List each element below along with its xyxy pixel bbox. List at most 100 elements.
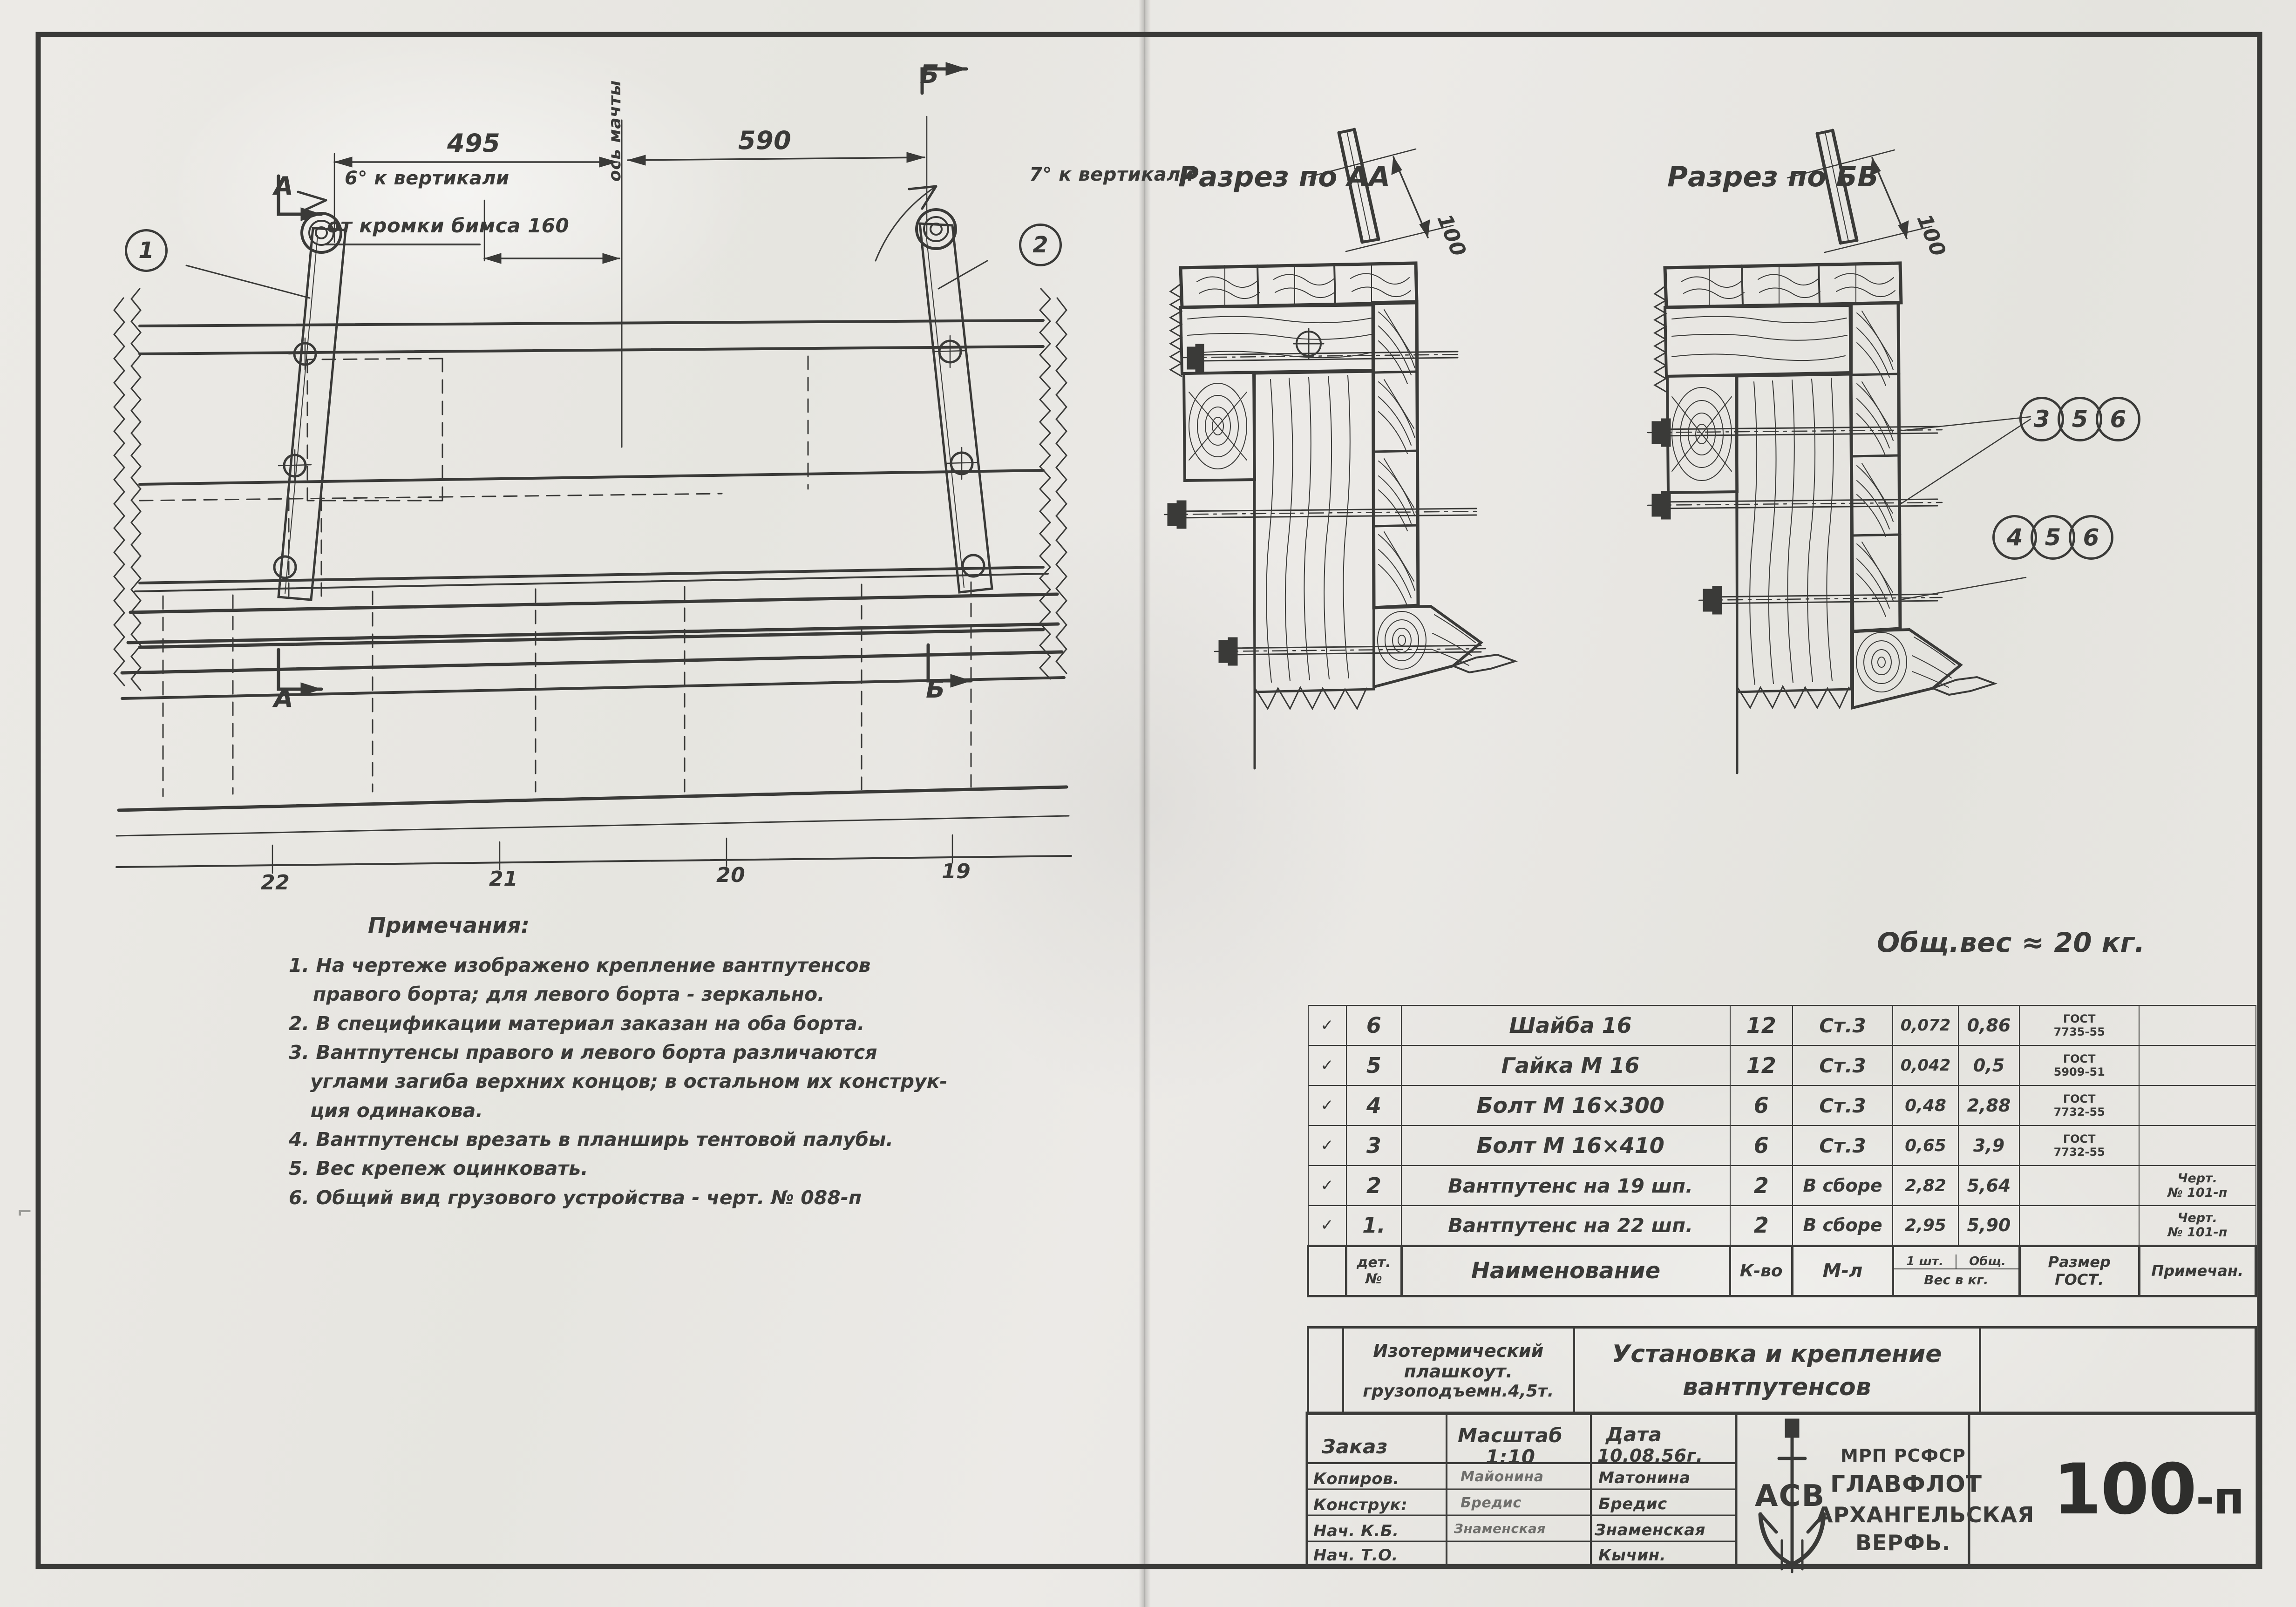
- gost-line-1: ГОСТ: [2063, 1092, 2096, 1105]
- sheet-number-suffix: -п: [2196, 1472, 2244, 1524]
- role-label-kopirov: Копиров.: [1313, 1470, 1399, 1488]
- note-line: ция одинакова.: [310, 1099, 483, 1122]
- row-weight-total: 5,90: [1957, 1205, 2020, 1246]
- check-mark: ✓: [1307, 1125, 1347, 1166]
- section-aa-geometry: [1163, 128, 1518, 770]
- title-spacer: [1307, 1326, 1344, 1415]
- header-position: дет. №: [1345, 1244, 1403, 1297]
- gost-line-2: 7735-55: [2053, 1025, 2105, 1038]
- role-label-konstruk: Конструк:: [1313, 1496, 1408, 1514]
- row-name: Болт М 16×410: [1401, 1125, 1731, 1166]
- row-weight-total: 0,86: [1957, 1005, 2020, 1046]
- table-row: ✓ 4 Болт М 16×300 6 Ст.3 0,48 2,88 ГОСТ …: [1307, 1085, 2256, 1126]
- role-sign-konstruk: Бредис: [1460, 1495, 1522, 1511]
- angle-note-right: 7° к вертикали: [1029, 164, 1194, 185]
- row-position: 2: [1345, 1165, 1402, 1206]
- section-aa-title: Разрез по АА: [1178, 161, 1391, 193]
- plan-view-geometry: [113, 62, 1072, 874]
- org-line-2: ГЛАВФЛОТ: [1830, 1471, 1982, 1498]
- role-name-konstruk: Бредис: [1598, 1495, 1667, 1513]
- header-size-line2: ГОСТ.: [2055, 1271, 2104, 1288]
- object-line-2: плашкоут.: [1404, 1361, 1513, 1382]
- dimension-590: 590: [738, 126, 792, 155]
- row-weight-total: 5,64: [1957, 1165, 2020, 1206]
- header-position-line1: дет.: [1357, 1254, 1391, 1271]
- frame-number-20: 20: [716, 863, 746, 887]
- balloon-item-6-top: 6: [2096, 397, 2140, 441]
- drawing-title-line-2: вантпутенсов: [1682, 1373, 1871, 1401]
- shipyard-logo-text: АСВ: [1755, 1479, 1826, 1513]
- role-name-kopirov: Матонина: [1598, 1469, 1691, 1487]
- row-remark: [2139, 1085, 2256, 1126]
- row-material: Ст.3: [1792, 1005, 1894, 1046]
- drawing-title-line-1: Установка и крепление: [1612, 1340, 1942, 1369]
- note-line: углами загиба верхних концов; в остально…: [310, 1070, 948, 1093]
- role-name-nach-to: Кычин.: [1598, 1546, 1666, 1565]
- row-weight-unit: 0,48: [1892, 1085, 1959, 1126]
- row-position: 5: [1345, 1045, 1402, 1086]
- header-size-gost: Размер ГОСТ.: [2018, 1244, 2140, 1297]
- note-line: 3. Вантпутенсы правого и левого борта ра…: [289, 1041, 877, 1064]
- table-row: ✓ 1. Вантпутенс на 22 шп. 2 В сборе 2,95…: [1307, 1205, 2256, 1246]
- remark-line-2: № 101-п: [2167, 1186, 2228, 1200]
- role-sign-kopirov: Майонина: [1460, 1469, 1544, 1485]
- org-line-1: МРП РСФСР: [1841, 1445, 1966, 1466]
- header-qty: К-во: [1729, 1244, 1794, 1297]
- note-line: 2. В спецификации материал заказан на об…: [289, 1012, 865, 1035]
- notes-block: Примечания: 1. На чертеже изображено кре…: [289, 913, 948, 1212]
- notes-heading: Примечания:: [368, 913, 530, 938]
- section-bb-geometry: [1647, 129, 2031, 774]
- specification-table: ✓ 6 Шайба 16 12 Ст.3 0,072 0,86 ГОСТ 773…: [1307, 1005, 2257, 1297]
- object-line-1: Изотермический: [1373, 1341, 1544, 1361]
- note-line: правого борта; для левого борта - зеркал…: [313, 983, 825, 1006]
- header-weight-units: Вес в кг.: [1924, 1272, 1989, 1288]
- row-name: Вантпутенс на 19 шп.: [1401, 1165, 1731, 1206]
- remark-line-1: Черт.: [2177, 1171, 2217, 1186]
- row-position: 1.: [1345, 1205, 1402, 1246]
- note-line: 1. На чертеже изображено крепление вантп…: [289, 954, 871, 976]
- check-mark: ✓: [1307, 1205, 1347, 1246]
- remark-line-1: Черт.: [2177, 1211, 2217, 1226]
- row-position: 3: [1345, 1125, 1402, 1166]
- role-sign-nach-kb: Знаменская: [1454, 1521, 1546, 1536]
- row-name: Болт М 16×300: [1401, 1085, 1731, 1126]
- table-row: ✓ 5 Гайка М 16 12 Ст.3 0,042 0,5 ГОСТ 59…: [1307, 1045, 2256, 1086]
- check-mark: ✓: [1307, 1085, 1347, 1126]
- row-weight-unit: 0,072: [1892, 1005, 1959, 1046]
- row-weight-total: 2,88: [1957, 1085, 2020, 1126]
- gost-line-2: 7732-55: [2053, 1146, 2105, 1159]
- role-name-nach-kb: Знаменская: [1595, 1521, 1705, 1539]
- check-mark: ✓: [1307, 1005, 1347, 1046]
- sheet-number: 100 -п: [2053, 1449, 2244, 1530]
- table-row: ✓ 2 Вантпутенс на 19 шп. 2 В сборе 2,82 …: [1307, 1165, 2256, 1206]
- angle-note-left: 6° к вертикали: [345, 168, 509, 189]
- header-weight-total: Общ.: [1969, 1254, 2006, 1268]
- row-remark: [2139, 1045, 2256, 1086]
- row-name: Гайка М 16: [1401, 1045, 1731, 1086]
- check-mark: ✓: [1307, 1165, 1347, 1206]
- gost-line-2: 5909-51: [2053, 1065, 2105, 1078]
- frame-number-19: 19: [942, 860, 971, 883]
- remark-line-2: № 101-п: [2167, 1225, 2228, 1240]
- sheet-number-value: 100: [2053, 1449, 2197, 1530]
- row-gost: [2019, 1165, 2140, 1206]
- mast-axis-label: ось мачты: [605, 80, 625, 182]
- date-value: 10.08.56г.: [1597, 1445, 1703, 1466]
- gost-line-1: ГОСТ: [2063, 1012, 2096, 1025]
- scale-label: Масштаб: [1458, 1424, 1563, 1447]
- balloon-item-2: 2: [1019, 224, 1062, 266]
- row-material: В сборе: [1792, 1165, 1894, 1206]
- frame-number-22: 22: [261, 871, 290, 895]
- header-weight-unit: 1 шт.: [1894, 1254, 1957, 1268]
- row-weight-unit: 0,042: [1892, 1045, 1959, 1086]
- row-gost: ГОСТ 7732-55: [2019, 1085, 2140, 1126]
- row-weight-unit: 2,95: [1892, 1205, 1959, 1246]
- note-line: 6. Общий вид грузового устройства - черт…: [289, 1186, 862, 1209]
- header-position-line2: №: [1365, 1271, 1382, 1287]
- row-qty: 12: [1729, 1005, 1793, 1046]
- header-material: М-л: [1791, 1244, 1894, 1297]
- gost-line-1: ГОСТ: [2063, 1132, 2096, 1146]
- balloon-item-1: 1: [125, 229, 168, 272]
- row-qty: 6: [1729, 1085, 1793, 1126]
